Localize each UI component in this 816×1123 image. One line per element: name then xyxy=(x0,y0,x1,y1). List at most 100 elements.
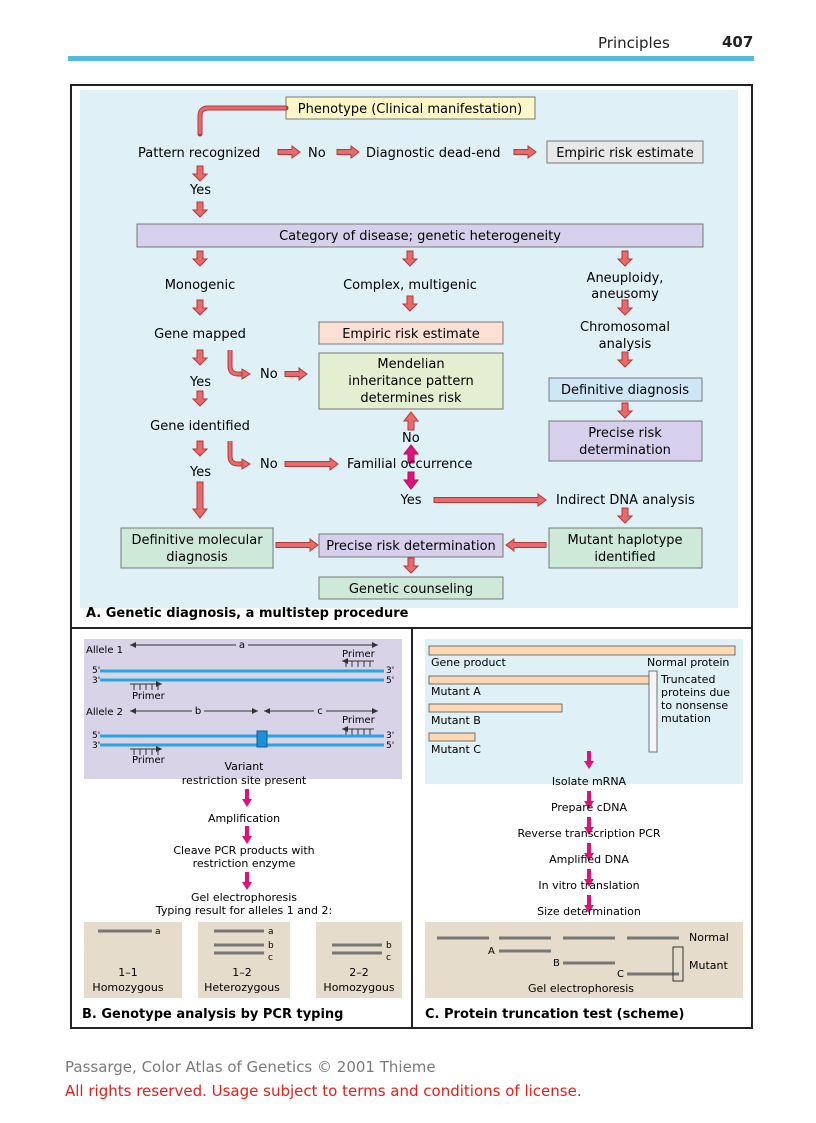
allele2-b-label: b xyxy=(195,706,201,717)
gel-lane-2 xyxy=(198,922,290,998)
band-c-label: c xyxy=(268,953,273,963)
indirect-dna-label: Indirect DNA analysis xyxy=(556,493,695,508)
three-prime-label: 3' xyxy=(386,666,394,676)
no1-label: No xyxy=(308,146,326,161)
five-prime-label: 5' xyxy=(92,731,100,741)
mutant-b-bar xyxy=(428,703,563,713)
step-6-label: Size determination xyxy=(537,905,641,918)
counseling-label: Genetic counseling xyxy=(349,582,473,597)
mutant-haplotype-label-2: identified xyxy=(594,550,655,565)
def-molecular-label-1: Definitive molecular xyxy=(131,533,263,548)
section-title: Principles xyxy=(598,34,670,52)
precise-center-box xyxy=(318,533,504,558)
panel-b-caption: B. Genotype analysis by PCR typing xyxy=(82,1007,344,1022)
band-b-label: b xyxy=(268,941,274,951)
def-molecular-label-2: diagnosis xyxy=(166,550,228,565)
mutant-b-label: Mutant B xyxy=(431,714,481,727)
familial-label: Familial occurrence xyxy=(347,457,473,472)
gel-background xyxy=(425,922,743,998)
panel-b-pcr-typing: Allele 1 a Primer 5' 3' 3' 5' Primer All… xyxy=(70,627,413,1029)
mutant-bracket xyxy=(672,946,684,982)
lane3-type: Homozygous xyxy=(323,981,394,994)
header-rule xyxy=(68,56,754,61)
empiric2-label: Empiric risk estimate xyxy=(342,327,480,342)
aneuploidy-label-1: Aneuploidy, xyxy=(587,271,664,286)
chromosomal-label-1: Chromosomal xyxy=(580,320,670,335)
restriction-site-marker xyxy=(256,730,268,748)
precise-right-label-2: determination xyxy=(579,443,671,458)
step-2-label: Prepare cDNA xyxy=(551,801,628,814)
truncation-bracket xyxy=(648,670,658,753)
panel-a-diagram: Phenotype (Clinical manifestation) Patte… xyxy=(80,90,738,621)
mutant-haplotype-label-1: Mutant haplotype xyxy=(567,533,682,548)
allele1-a-label: a xyxy=(239,640,245,651)
gel-label-1: Gel electrophoresis xyxy=(191,891,297,904)
gel-a-label: A xyxy=(488,946,495,957)
truncated-label-4: mutation xyxy=(661,712,711,725)
three-prime-label: 3' xyxy=(92,676,100,686)
lane2-genotype: 1–2 xyxy=(232,966,252,979)
normal-protein-label: Normal protein xyxy=(647,656,729,669)
mutant-c-bar xyxy=(428,732,476,742)
category-box xyxy=(136,223,704,248)
panel-a-genetic-diagnosis: Phenotype (Clinical manifestation) Patte… xyxy=(70,84,753,629)
primer4-label: Primer xyxy=(132,755,166,766)
panel-a-caption: A. Genetic diagnosis, a multistep proced… xyxy=(86,606,409,621)
five-prime-label: 5' xyxy=(92,666,100,676)
gene-identified-label: Gene identified xyxy=(150,419,250,434)
cleave-label-1: Cleave PCR products with xyxy=(173,844,314,857)
three-prime-label: 3' xyxy=(92,741,100,751)
gene-mapped-label: Gene mapped xyxy=(154,327,246,342)
footer-copyright: Passarge, Color Atlas of Genetics © 2001… xyxy=(65,1058,436,1076)
truncated-label-3: to nonsense xyxy=(661,699,728,712)
step-5-label: In vitro translation xyxy=(538,879,639,892)
lane3-genotype: 2–2 xyxy=(349,966,369,979)
def-molecular-box xyxy=(120,527,274,569)
gene-product-bar xyxy=(428,645,736,656)
dna-background xyxy=(84,639,402,779)
mutant-a-label: Mutant A xyxy=(431,685,481,698)
five-prime-label: 5' xyxy=(386,741,394,751)
page-number: 407 xyxy=(722,33,754,51)
gel-normal-label: Normal xyxy=(689,931,729,944)
gel-c-label: C xyxy=(617,969,624,980)
mendelian-label-2: inheritance pattern xyxy=(348,374,473,389)
precise-right-box xyxy=(548,420,703,462)
definitive-diagnosis-box xyxy=(548,377,703,402)
primer2-label: Primer xyxy=(132,691,166,702)
mutant-c-label: Mutant C xyxy=(431,743,481,756)
precise-center-label: Precise risk determination xyxy=(326,539,496,554)
footer-license: All rights reserved. Usage subject to te… xyxy=(65,1082,582,1100)
variant-label-1: Variant xyxy=(224,760,264,773)
gel-caption-label: Gel electrophoresis xyxy=(528,982,634,995)
yes1-label: Yes xyxy=(189,183,211,198)
truncated-label-1: Truncated xyxy=(660,673,715,686)
panel-b-diagram: Allele 1 a Primer 5' 3' 3' 5' Primer All… xyxy=(82,639,402,1022)
yes2-label: Yes xyxy=(189,375,211,390)
allele1-label: Allele 1 xyxy=(86,645,123,656)
allele2-label: Allele 2 xyxy=(86,707,123,718)
no-center-label: No xyxy=(402,431,420,446)
yes3-label: Yes xyxy=(189,465,211,480)
lane1-type: Homozygous xyxy=(92,981,163,994)
dead-end-label: Diagnostic dead-end xyxy=(366,146,500,161)
category-label: Category of disease; genetic heterogenei… xyxy=(279,229,561,244)
step-4-label: Amplified DNA xyxy=(549,853,629,866)
pattern-recognized-label: Pattern recognized xyxy=(138,146,260,161)
truncated-label-2: proteins due xyxy=(661,686,730,699)
no3-label: No xyxy=(260,457,278,472)
band-a-label: a xyxy=(268,927,274,937)
step-3-label: Reverse transcription PCR xyxy=(517,827,660,840)
three-prime-label: 3' xyxy=(386,731,394,741)
gel-label-2: Typing result for alleles 1 and 2: xyxy=(155,904,332,917)
step-1-label: Isolate mRNA xyxy=(552,775,627,788)
precise-right-label-1: Precise risk xyxy=(588,426,662,441)
panel-c-protein-truncation: Gene product Normal protein Mutant A Mut… xyxy=(411,627,753,1029)
mutant-haplotype-box xyxy=(548,527,703,569)
chromosomal-label-2: analysis xyxy=(599,337,652,352)
monogenic-label: Monogenic xyxy=(165,278,236,293)
phenotype-label: Phenotype (Clinical manifestation) xyxy=(298,102,522,117)
primer3-label: Primer xyxy=(342,715,376,726)
empiric1-box xyxy=(546,140,704,164)
panel-c-diagram: Gene product Normal protein Mutant A Mut… xyxy=(425,639,743,1022)
